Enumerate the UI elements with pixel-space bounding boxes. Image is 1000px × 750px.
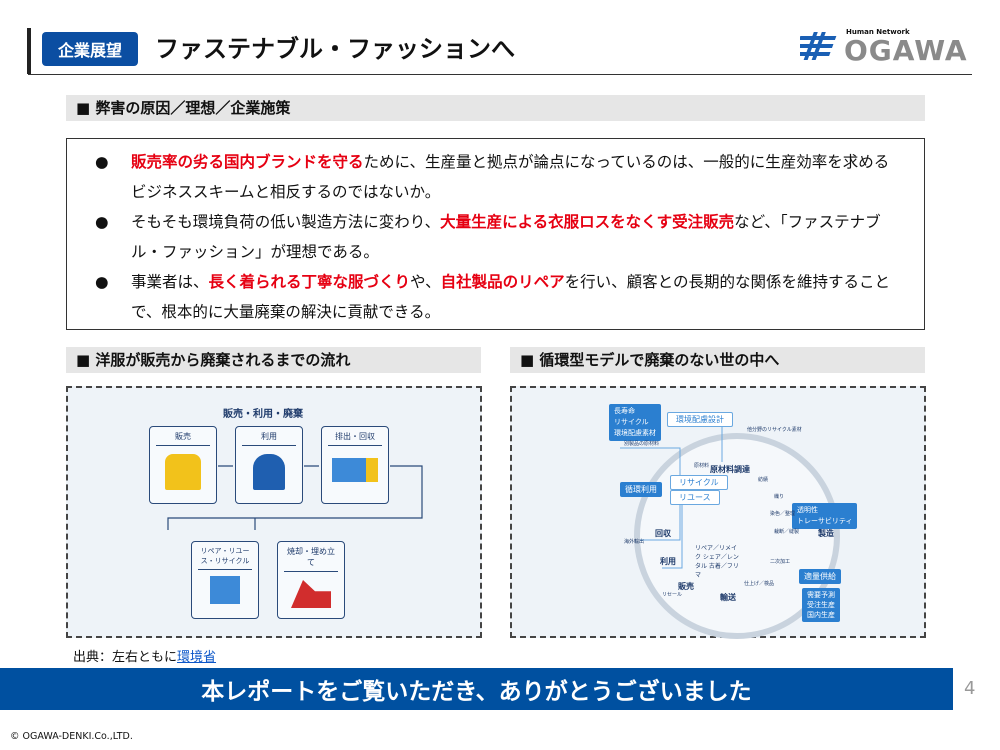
section-heading-circular: ■ 循環型モデルで廃棄のない世の中へ: [510, 347, 925, 373]
person-icon: [253, 454, 285, 490]
bullet-dot: ●: [95, 273, 109, 291]
small-label: 海外輸出: [624, 539, 645, 545]
highlight-text: 大量生産による衣服ロスをなくす受注販売: [440, 213, 735, 231]
recycle-label: リサイクル: [670, 475, 728, 490]
stage-materials: 原材料調達: [710, 465, 750, 474]
copyright: © OGAWA-DENKI.Co.,LTD.: [10, 731, 133, 742]
page-number: 4: [964, 678, 976, 699]
stage-sales: 販売: [678, 582, 694, 591]
design-label: 環境配慮設計: [667, 412, 733, 427]
bullet-dot: ●: [95, 153, 109, 171]
circular-use-label: 循環利用: [620, 482, 662, 497]
small-label: 二次加工: [770, 559, 791, 565]
stage-transport: 輸送: [720, 593, 736, 602]
small-label: 原材料: [694, 463, 710, 469]
bullet-text: 事業者は、: [131, 273, 209, 291]
bullet-item: ● 販売率の劣る国内ブランドを守るために、生産量と拠点が論点になっているのは、一般…: [67, 147, 924, 207]
small-label: 別製品の原材料: [624, 441, 660, 447]
bullet-text: そもそも環境負荷の低い製造方法に変わり、: [131, 213, 441, 231]
highlight-text: 販売率の劣る国内ブランドを守る: [131, 153, 364, 171]
hoodie-icon: [165, 454, 201, 490]
design-checklist: 長寿命リサイクル環境配慮素材: [609, 404, 661, 441]
flow-diagram: 販売・利用・廃棄 販売 利用 排出・回収 リペア・リユース・リサイクル 焼却・埋…: [66, 386, 482, 638]
tshirt-icon: [210, 576, 240, 604]
flow-arrows: [167, 465, 423, 530]
bullet-text: や、: [410, 273, 441, 291]
causes-box: ● 販売率の劣る国内ブランドを守るために、生産量と拠点が論点になっているのは、一般…: [66, 138, 925, 330]
supply-label: 適量供給: [799, 569, 841, 584]
excavator-icon: [291, 580, 331, 608]
inner-services: リペア／リメイク シェア／レンタル 古着／フリマ: [695, 545, 739, 579]
highlight-text: 自社製品のリペア: [440, 273, 565, 291]
header-accent-bar: [27, 28, 31, 74]
small-label: 裁断／縫製: [774, 529, 800, 535]
flow-card-disposal: 焼却・埋め立て: [277, 541, 345, 619]
source-note: 出典：左右ともに環境省: [73, 646, 216, 665]
bullet-item: ● そもそも環境負荷の低い製造方法に変わり、大量生産による衣服ロスをなくす受注販売…: [67, 207, 924, 267]
flow-card-collect: 排出・回収: [321, 426, 389, 504]
closing-banner: 本レポートをご覧いただき、ありがとうございました: [0, 668, 953, 710]
supply-checklist: 需要予測受注生産国内生産: [802, 588, 840, 622]
source-link[interactable]: 環境省: [177, 650, 217, 665]
small-label: 紡績: [758, 477, 769, 483]
page-title: ファステナブル・ファッションへ: [155, 35, 515, 63]
category-badge: 企業展望: [42, 32, 138, 66]
stage-collection: 回収: [655, 529, 671, 538]
reuse-label: リユース: [670, 490, 720, 505]
logo-name: OGAWA: [844, 34, 968, 67]
small-label: 仕上げ／検品: [744, 581, 775, 587]
small-label: リセール: [662, 592, 683, 598]
flow-card-sale: 販売: [149, 426, 217, 504]
flow-diagram-title: 販売・利用・廃棄: [223, 409, 303, 420]
manufacturing-checklist: 透明性トレーサビリティ: [792, 503, 858, 529]
section-heading-causes: ■ 弊害の原因／理想／企業施策: [66, 95, 925, 121]
bullet-text: など、「ファステナブル・ファッション」が理想である。: [131, 213, 881, 261]
logo-mark-icon: [793, 32, 837, 60]
stage-manufacturing: 製造: [818, 529, 834, 538]
source-label: 出典：左右ともに: [73, 650, 178, 665]
stage-use: 利用: [660, 557, 676, 566]
circular-model-diagram: 長寿命リサイクル環境配慮素材 環境配慮設計 リサイクル リユース 循環利用 原材…: [510, 386, 926, 639]
small-label: 織り: [774, 494, 785, 500]
highlight-text: 長く着られる丁寧な服づくり: [208, 273, 411, 291]
small-label: 染色／整理: [770, 511, 796, 517]
bullet-text: を行い、顧客との長期的な関係を維持することで、根本的に大量廃棄の解決に貢献できる…: [131, 273, 890, 321]
flow-card-3r: リペア・リユース・リサイクル: [191, 541, 259, 619]
bullet-dot: ●: [95, 213, 109, 231]
header-divider: [28, 74, 972, 75]
flow-card-use: 利用: [235, 426, 303, 504]
truck-icon: [332, 458, 378, 482]
ogawa-logo: Human Network OGAWA: [793, 26, 975, 67]
bullet-item: ● 事業者は、長く着られる丁寧な服づくりや、自社製品のリペアを行い、顧客との長期的…: [67, 267, 924, 327]
bullet-text: ために、生産量と拠点が論点になっているのは、一般的に生産効率を求めるビジネススキ…: [131, 153, 890, 201]
logo-tagline: Human Network: [846, 28, 910, 36]
section-heading-flow: ■ 洋服が販売から廃棄されるまでの流れ: [66, 347, 481, 373]
small-label: 他分野のリサイクル素材: [747, 427, 802, 433]
